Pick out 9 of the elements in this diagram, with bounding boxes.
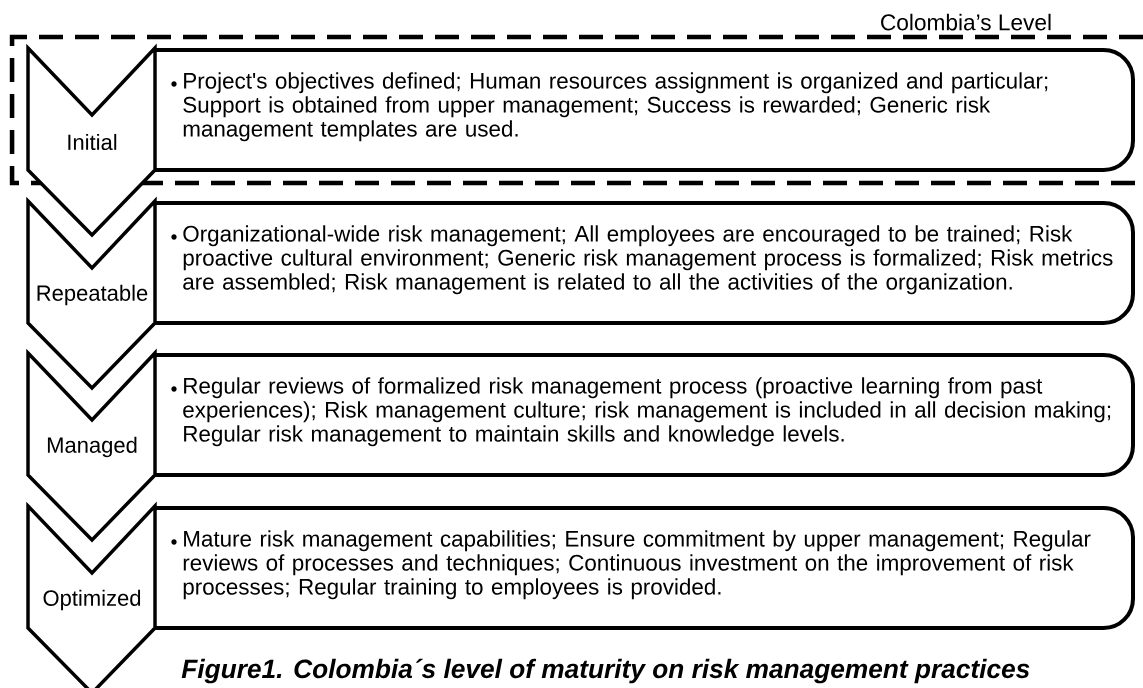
node-label: Organizational-wide risk management; All employees are encouraged to be trained; Risk proactive cultural environment; Generic risk management process is formalized; Risk metrics are assembled; Risk management is related to all the activities of the organization. [183,225,1113,295]
caption: Figure1. Colombia´s level of maturity on risk management practices [181,658,1030,684]
description-box: Mature risk management capabilities; Ensure commitment by upper management; Regular reviews of processes and techniques; Continuous investment on the improvement of risk processes; Regular training to employees is provided. [155,506,1135,630]
node-label: Mature risk management capabilities; Ensure commitment by upper management; Regular reviews of processes and techniques; Continuous investment on the improvement of risk processes; Regular training to employees is provided. [183,530,1091,600]
node-label: Project's objectives defined; Human resources assignment is organized and particular; Support is obtained from upper management; Success is rewarded; Generic risk management templates are used. [183,72,1048,142]
node-label: Regular reviews of formalized risk management process (proactive learning from past experiences); Risk management culture; risk management is included in all decision making; Regular risk management to maintain skills and knowledge levels. [183,377,1111,447]
description-box: Project's objectives defined; Human resources assignment is organized and particular; Support is obtained from upper management; Success is rewarded; Generic risk management templates are used. [155,48,1135,172]
description-box: Organizational-wide risk management; All employees are encouraged to be trained; Risk proactive cultural environment; Generic risk management process is formalized; Risk metrics are assembled; Risk management is related to all the activities of the organization. [155,201,1135,325]
description-box: Regular reviews of formalized risk management process (proactive learning from past experiences); Risk management culture; risk management is included in all decision making; Regular risk management to maintain skills and knowledge levels. [155,353,1135,477]
